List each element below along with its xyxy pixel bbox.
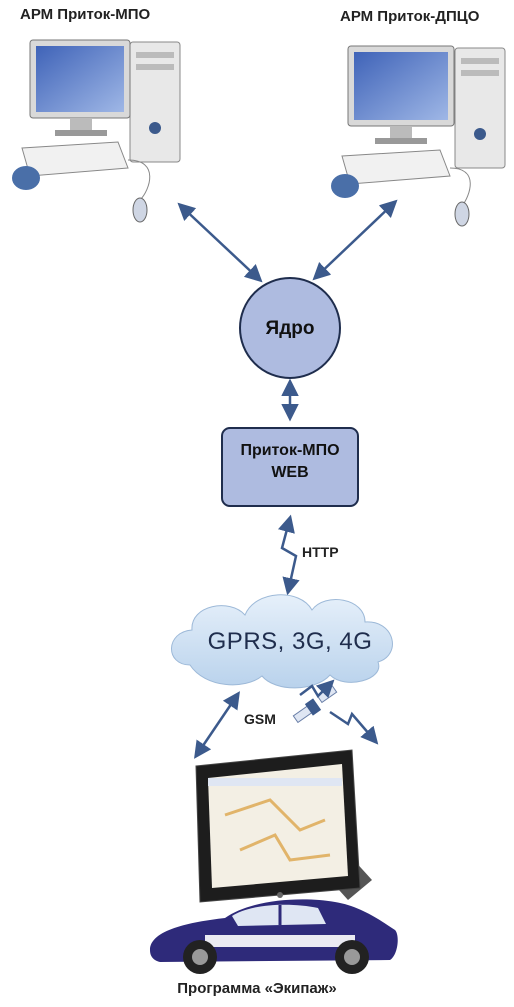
left-workstation-icon [12,39,181,223]
core-node [239,277,341,379]
web-server-node [221,427,359,507]
gsm-link-arrow [194,691,240,759]
satellite-uplink-arrow [299,679,335,699]
tablet-icon [195,749,372,903]
right-workstation-label: АРМ Приток-ДПЦО [340,8,480,25]
arrow-right-to-core [312,199,398,281]
left-workstation-label: АРМ Приток-МПО [20,6,151,23]
http-label: HTTP [302,544,339,560]
network-label: GPRS, 3G, 4G [207,628,373,655]
web-server-label-line1: Приток-МПО [240,442,340,459]
car-icon [150,899,398,974]
satellite-downlink-arrow [329,710,379,745]
core-label: Ядро [265,318,315,339]
gsm-label: GSM [244,711,276,727]
arrow-left-to-core [177,202,263,283]
client-program-label: Программа «Экипаж» [177,980,337,997]
http-link-arrow [277,514,300,596]
cloud-icon [171,594,393,689]
right-workstation-icon [331,45,506,227]
web-server-label: Приток-МПО WEB [222,440,358,484]
web-server-label-line2: WEB [271,464,309,481]
